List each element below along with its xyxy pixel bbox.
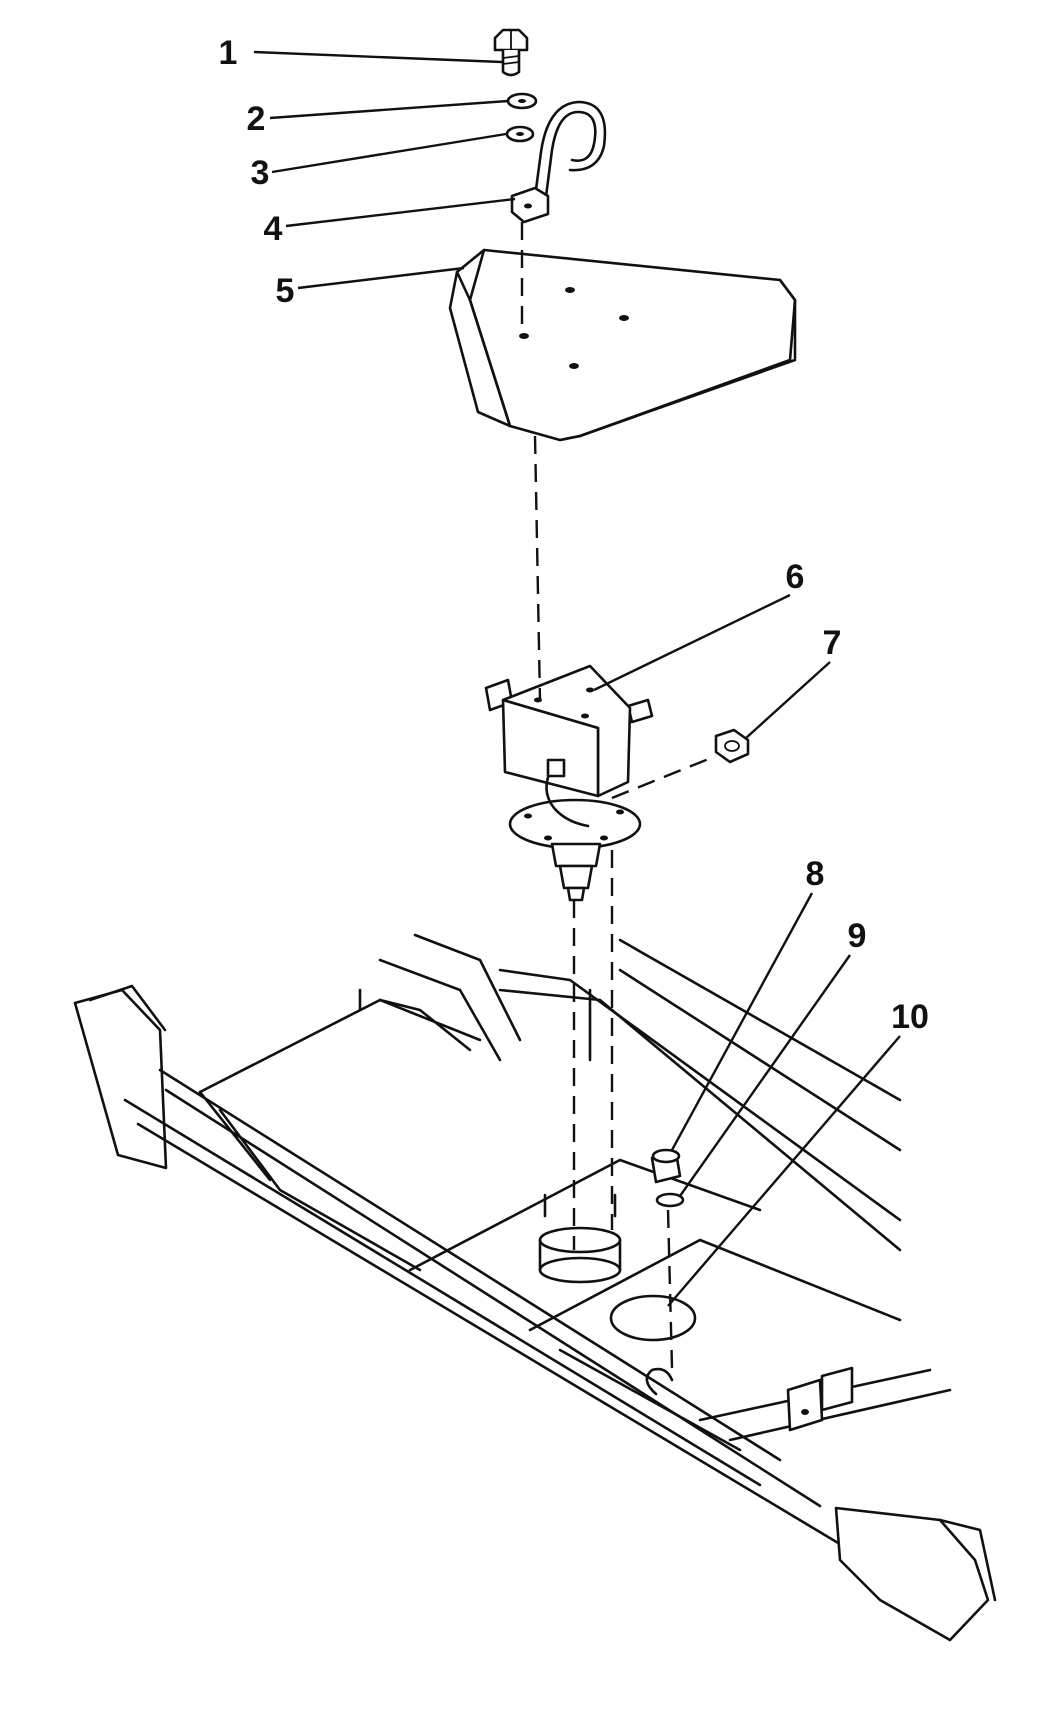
part-4-hook-clip	[510, 100, 607, 224]
callout-2: 2	[247, 100, 266, 138]
callout-9: 9	[848, 917, 867, 955]
part-5-seat-plate	[448, 248, 797, 442]
callout-1: 1	[219, 34, 238, 72]
callout-4: 4	[264, 210, 283, 248]
mower-frame	[73, 933, 997, 1642]
part-3-washer	[505, 125, 535, 143]
callout-10: 10	[891, 998, 929, 1036]
callout-6: 6	[786, 558, 805, 596]
part-2-washer	[506, 92, 538, 110]
alignment-lines	[520, 222, 717, 1369]
callout-labels: 1 2 3 4 5 6 7 8 9 10	[219, 34, 929, 1036]
callout-7: 7	[823, 624, 842, 662]
leader-lines	[253, 50, 901, 1307]
callout-3: 3	[251, 154, 270, 192]
callout-8: 8	[806, 855, 825, 893]
part-6-gearbox	[484, 664, 654, 902]
part-1-bolt	[493, 28, 529, 77]
callout-5: 5	[276, 272, 295, 310]
part-7-nut	[714, 728, 750, 764]
